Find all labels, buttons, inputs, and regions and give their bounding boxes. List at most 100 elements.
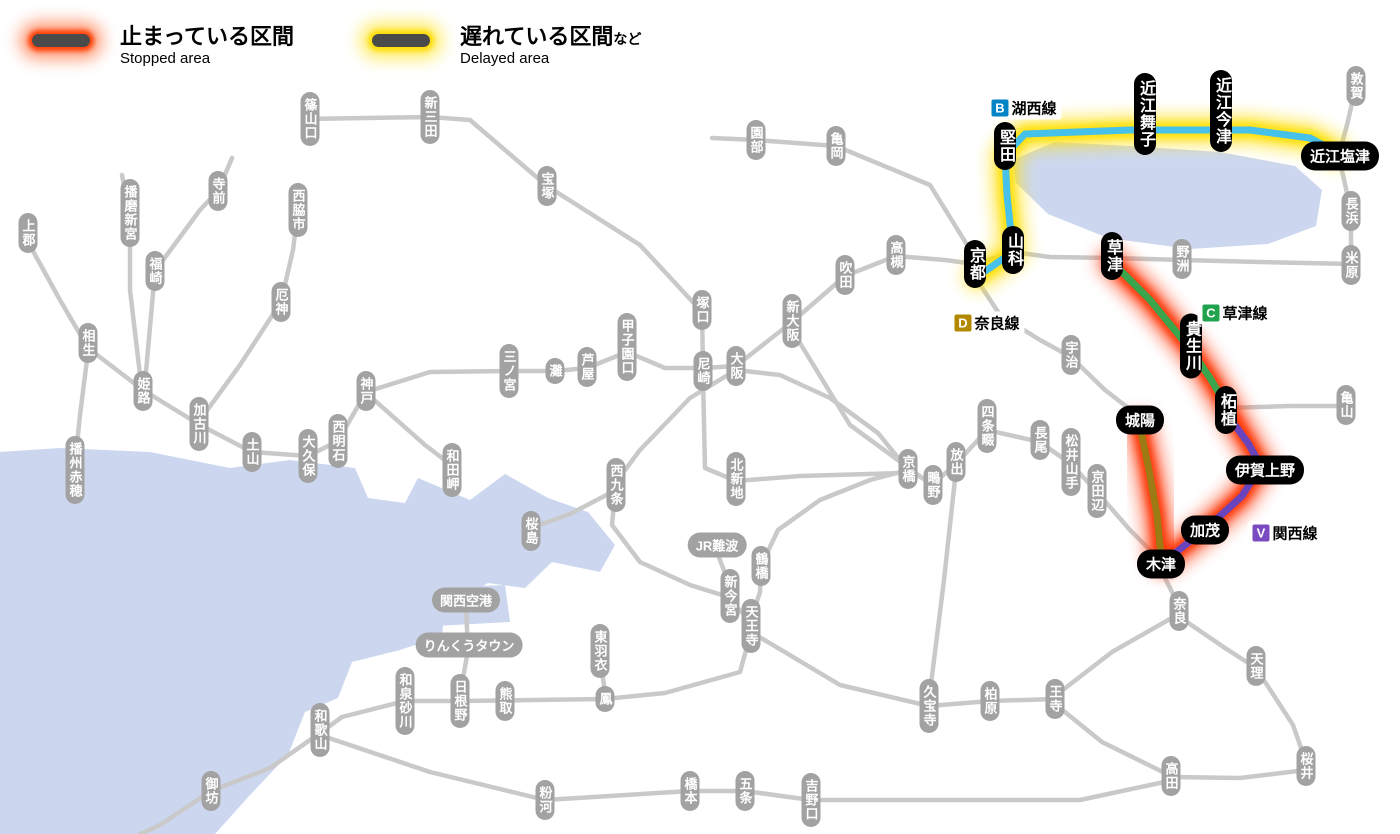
station-pill: 天理: [1246, 646, 1266, 686]
line-name-label: 関西線: [1272, 525, 1318, 543]
station-pill: 宝塚: [537, 166, 557, 206]
line-letter-icon: V: [1252, 524, 1270, 542]
station-pill: 関西空港: [431, 587, 501, 613]
station-pill: 王寺: [1045, 679, 1065, 719]
delayed-area-label: 遅れている区間など: [460, 24, 641, 49]
station-pill: 伊賀上野: [1225, 455, 1305, 485]
rail-line: [528, 487, 619, 531]
station-pill: 天王寺: [741, 599, 761, 653]
station-pill: 粉河: [535, 780, 555, 820]
station-pill: 甲子園口: [617, 313, 637, 381]
station-pill: 新三田: [420, 90, 440, 144]
station-pill: 奈良: [1169, 591, 1189, 631]
rail-line: [974, 277, 1143, 420]
delayed-area-text: 遅れている区間など Delayed area: [460, 24, 641, 67]
station-pill: 吹田: [835, 255, 855, 295]
rail-line: [1052, 701, 1174, 779]
stopped-area-glow-swatch: [24, 24, 98, 57]
station-pill: 加古川: [189, 397, 209, 451]
station-pill: 御坊: [201, 771, 221, 811]
station-pill: 鳳: [595, 686, 615, 712]
water-shape: [0, 448, 615, 834]
station-pill: 播州赤穂: [65, 436, 85, 504]
delayed-area-label-main: 遅れている区間: [460, 24, 614, 49]
rail-line: [972, 249, 1354, 267]
station-pill: 鶴橋: [751, 546, 771, 586]
station-pill: 堅田: [994, 122, 1016, 170]
station-pill: 吉野口: [801, 773, 821, 827]
station-pill: 相生: [78, 323, 98, 363]
station-pill: 亀山: [1336, 385, 1356, 425]
station-pill: 姫路: [133, 371, 153, 411]
rail-line: [1223, 403, 1349, 411]
station-pill: 草津: [1101, 232, 1123, 280]
station-pill: 寺前: [208, 171, 228, 211]
station-pill: 京都: [964, 240, 986, 288]
delayed-area-sublabel: Delayed area: [460, 50, 550, 68]
legend: 止まっている区間 Stopped area 遅れている区間など Delayed …: [24, 24, 641, 67]
station-pill: 厄神: [271, 282, 291, 322]
station-pill: 柏原: [980, 681, 1000, 721]
rail-line: [926, 467, 959, 703]
station-pill: 西明石: [328, 414, 348, 468]
station-pill: 播磨新宮: [120, 179, 140, 247]
station-pill: 五条: [735, 771, 755, 811]
station-pill: 園部: [746, 120, 766, 160]
station-pill: 新大阪: [782, 294, 802, 348]
station-pill: 尼崎: [693, 351, 713, 391]
station-pill: 和田岬: [442, 443, 462, 497]
station-pill: 西九条: [606, 458, 626, 512]
line-name-label: 奈良線: [974, 315, 1020, 333]
delayed-area-label-suffix: など: [613, 31, 642, 47]
station-pill: 木津: [1136, 549, 1186, 579]
rail-line: [748, 629, 1058, 709]
stopped-area-label: 止まっている区間: [120, 24, 295, 49]
station-pill: りんくうタウン: [415, 632, 523, 658]
station-pill: 福崎: [145, 251, 165, 291]
station-pill: 神戸: [356, 371, 376, 411]
station-pill: 篠山口: [300, 92, 320, 146]
station-pill: 京田辺: [1087, 464, 1107, 518]
station-pill: 和歌山: [310, 703, 330, 757]
line-letter-icon: D: [954, 314, 972, 332]
station-pill: 橋本: [680, 771, 700, 811]
station-pill: JR難波: [687, 532, 747, 558]
line-letter-icon: B: [991, 99, 1009, 117]
water-layer: [0, 142, 1322, 834]
station-pill: 長尾: [1030, 420, 1050, 460]
station-pill: 三ノ宮: [499, 344, 519, 398]
line-name-label: 湖西線: [1011, 100, 1057, 118]
station-pill: 亀岡: [826, 126, 846, 166]
rail-line: [733, 253, 978, 369]
station-pill: 北新地: [726, 452, 746, 506]
station-pill: 京橋: [898, 449, 918, 489]
station-pill: 桜島: [521, 511, 541, 551]
rail-line: [302, 114, 706, 371]
rail-line: [1178, 615, 1309, 765]
station-pill: 近江今津: [1210, 70, 1232, 152]
station-pill: 高槻: [886, 235, 906, 275]
station-pill: 貴生川: [1180, 313, 1202, 379]
station-pill: 灘: [545, 358, 565, 384]
station-pill: 東羽衣: [590, 624, 610, 678]
station-pill: 久宝寺: [919, 679, 939, 733]
station-pill: 敦賀: [1346, 66, 1366, 106]
rail-line: [1170, 767, 1309, 781]
station-pill: 鴫野: [923, 465, 943, 505]
station-pill: 上郡: [18, 213, 38, 253]
station-pill: 放出: [946, 442, 966, 482]
station-pill: 四条畷: [977, 399, 997, 453]
line-name-label: 草津線: [1222, 305, 1268, 323]
station-pill: 米原: [1341, 245, 1361, 285]
station-pill: 塚口: [692, 290, 712, 330]
station-pill: 柘植: [1215, 386, 1237, 434]
station-pill: 熊取: [495, 681, 515, 721]
station-pill: 西脇市: [288, 183, 308, 237]
station-pill: 大阪: [726, 346, 746, 386]
